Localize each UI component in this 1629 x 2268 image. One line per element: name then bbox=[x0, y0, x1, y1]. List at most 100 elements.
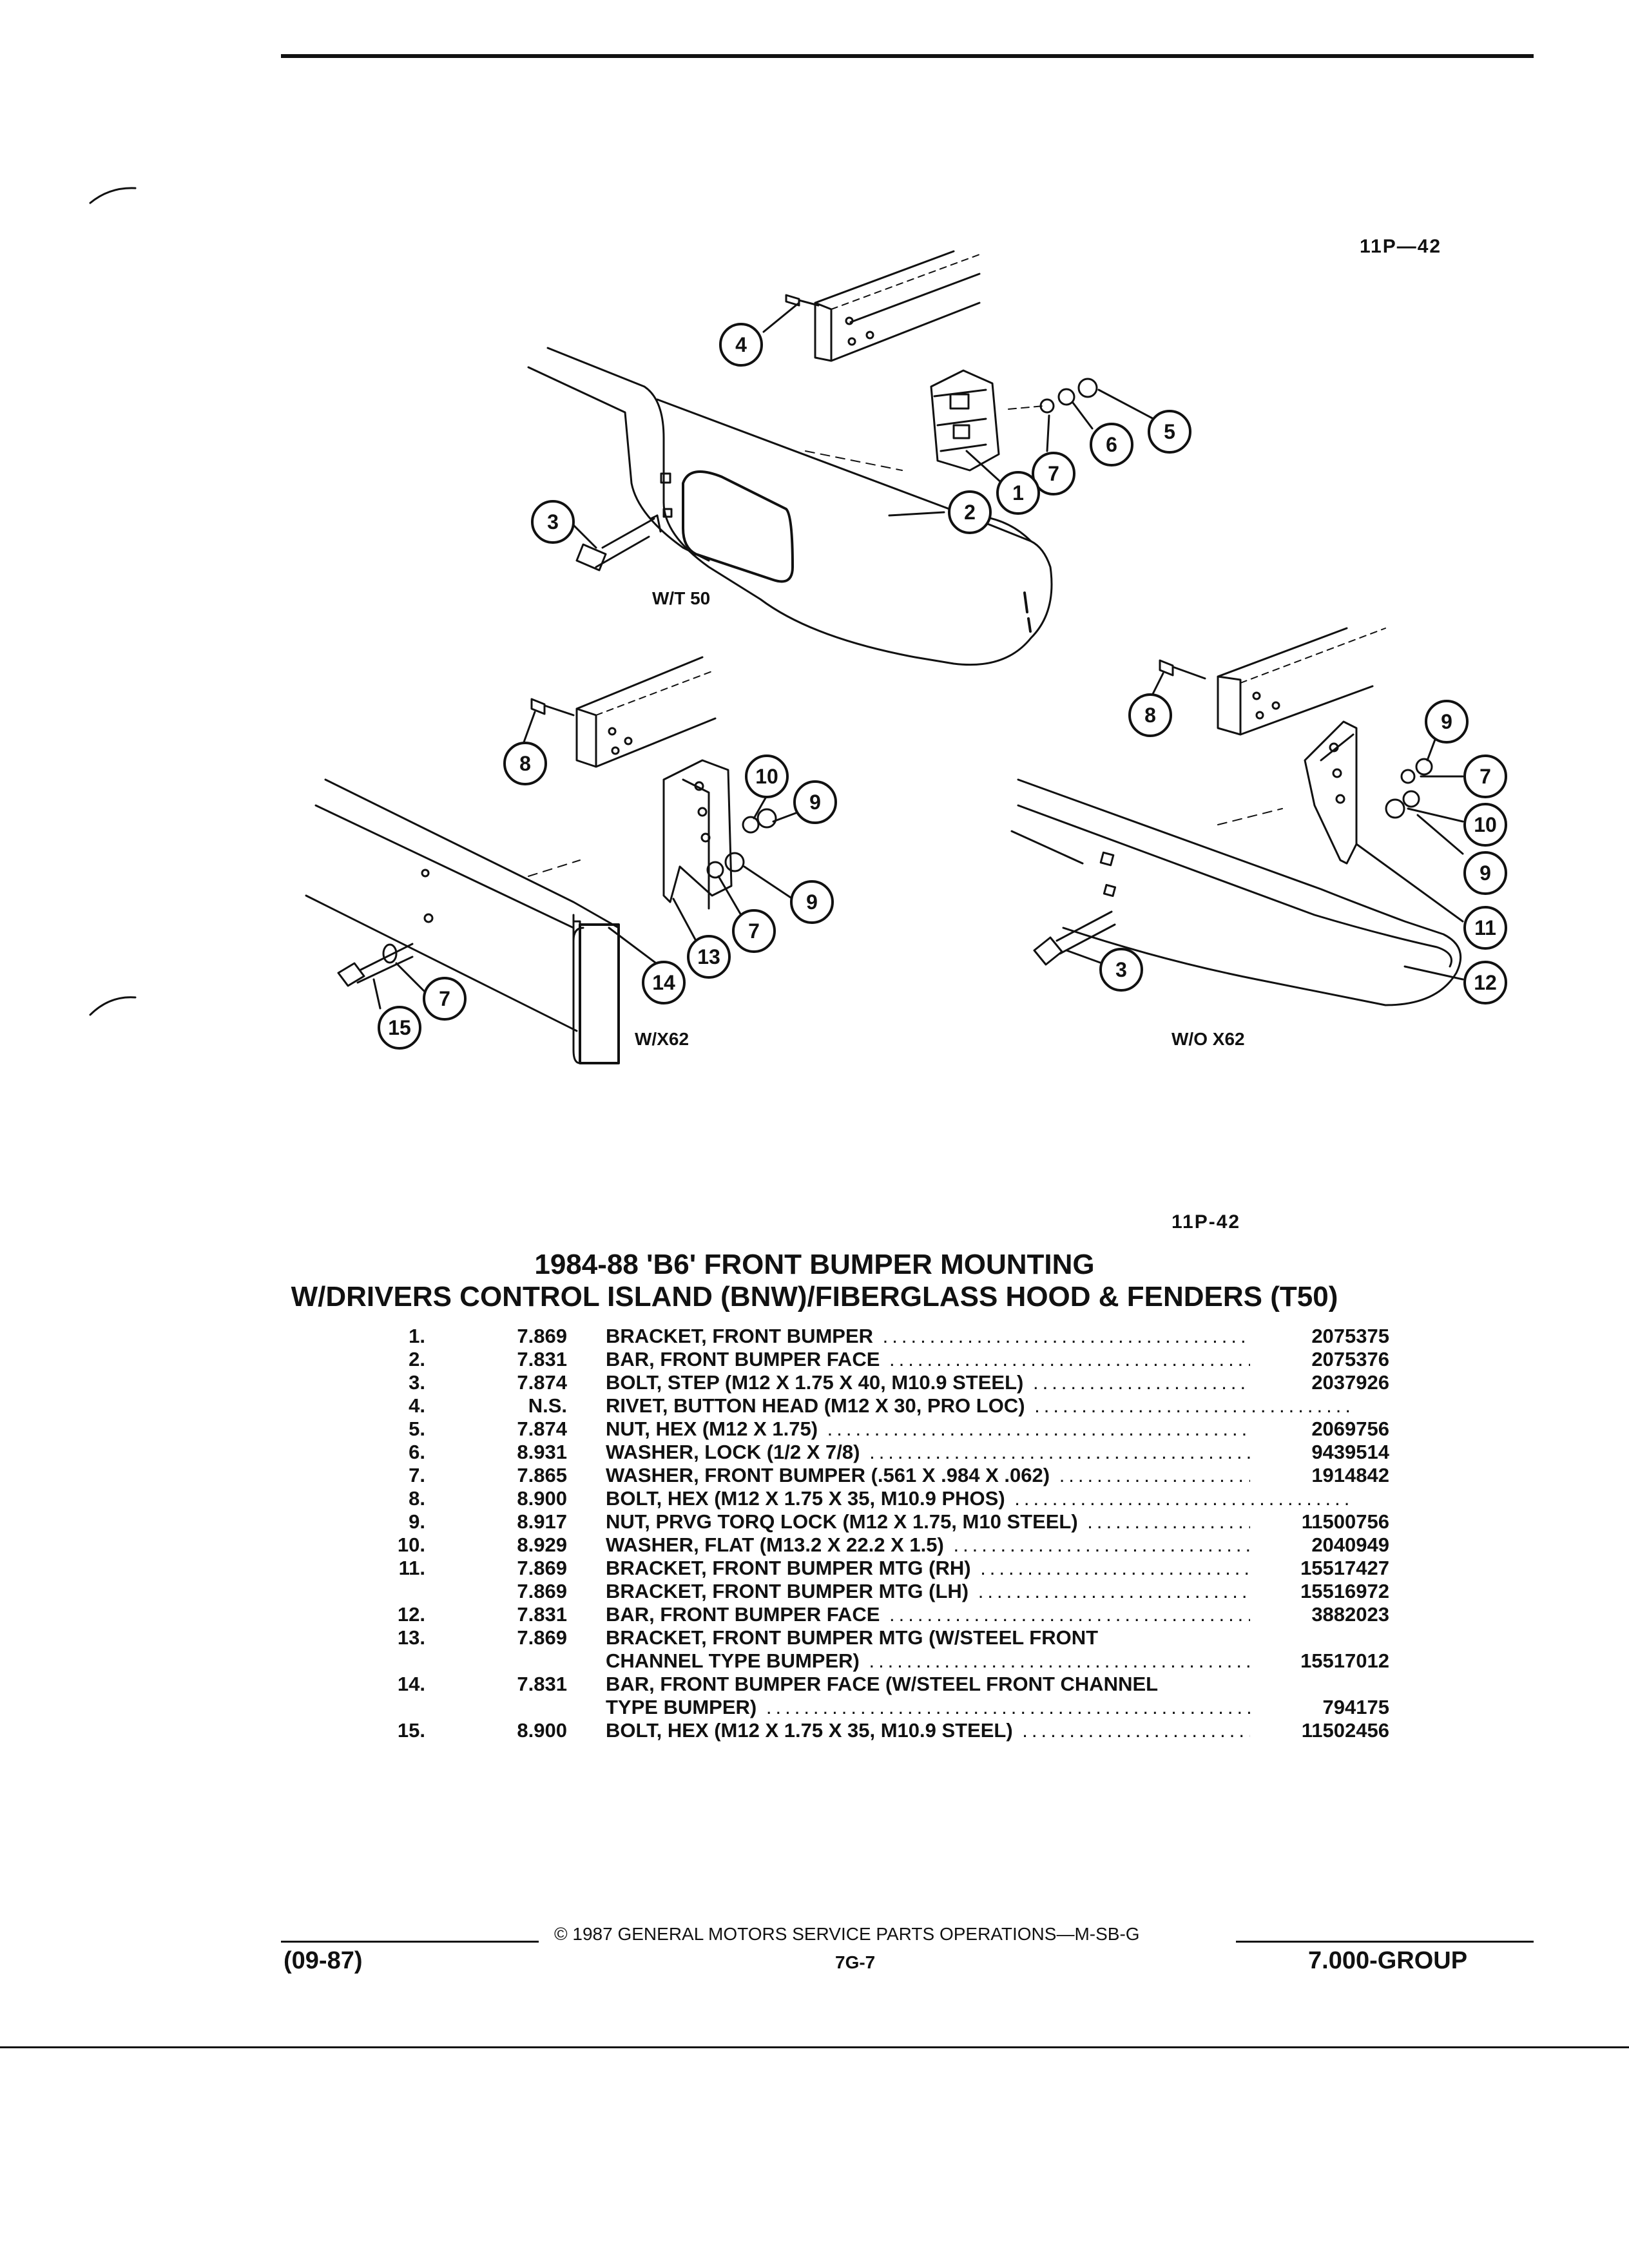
footer-rule-left bbox=[281, 1941, 539, 1943]
callout-10: 10 bbox=[755, 765, 778, 788]
part-description-text: BRACKET, FRONT BUMPER MTG (LH) bbox=[606, 1580, 969, 1602]
parts-row: CHANNEL TYPE BUMPER) ...................… bbox=[361, 1649, 1392, 1673]
footer-rule-right bbox=[1236, 1941, 1534, 1943]
callout-4: 4 bbox=[735, 333, 747, 356]
part-group-number: 7.865 bbox=[517, 1464, 567, 1486]
part-description: BAR, FRONT BUMPER FACE (W/STEEL FRONT CH… bbox=[606, 1673, 1353, 1696]
part-description-text: TYPE BUMPER) bbox=[606, 1696, 757, 1718]
margin-mark bbox=[89, 187, 137, 204]
callout-7: 7 bbox=[1480, 765, 1491, 788]
part-group-number: 7.869 bbox=[517, 1325, 567, 1347]
part-item-number: 2. bbox=[409, 1348, 425, 1370]
part-description: RIVET, BUTTON HEAD (M12 X 30, PRO LOC) .… bbox=[606, 1394, 1353, 1418]
part-description-text: BRACKET, FRONT BUMPER MTG (W/STEEL FRONT bbox=[606, 1626, 1099, 1649]
callout-9: 9 bbox=[806, 890, 818, 914]
part-item-number: 6. bbox=[409, 1441, 425, 1463]
part-description-text: CHANNEL TYPE BUMPER) bbox=[606, 1649, 860, 1672]
part-number: 2040949 bbox=[1250, 1533, 1389, 1557]
part-description-text: BOLT, STEP (M12 X 1.75 X 40, M10.9 STEEL… bbox=[606, 1371, 1024, 1394]
part-item-number: 11. bbox=[398, 1557, 425, 1579]
parts-row: 4.N.S.RIVET, BUTTON HEAD (M12 X 30, PRO … bbox=[361, 1394, 1392, 1418]
part-item-number: 9. bbox=[409, 1510, 425, 1533]
part-item-number: 15. bbox=[397, 1719, 425, 1742]
view-label-wt50: W/T 50 bbox=[652, 588, 710, 608]
part-number: 3882023 bbox=[1250, 1603, 1389, 1626]
part-group-number: 7.831 bbox=[517, 1603, 567, 1626]
footer-copyright: © 1987 GENERAL MOTORS SERVICE PARTS OPER… bbox=[554, 1924, 1140, 1944]
callout-13: 13 bbox=[697, 945, 720, 968]
part-item-number: 4. bbox=[409, 1394, 425, 1417]
part-description: BAR, FRONT BUMPER FACE .................… bbox=[606, 1603, 1353, 1626]
view-wt50 bbox=[527, 250, 1098, 666]
parts-row: 5. 7.874 NUT, HEX (M12 X 1.75) ...........… bbox=[361, 1418, 1392, 1441]
part-item-number: 7. bbox=[409, 1464, 425, 1486]
callout-7: 7 bbox=[748, 919, 760, 943]
leader-dots: ........................................… bbox=[1014, 1487, 1353, 1510]
part-number: 794175 bbox=[1250, 1696, 1389, 1719]
callout-3: 3 bbox=[1115, 958, 1127, 981]
footer-date: (09-87) bbox=[284, 1947, 363, 1974]
figure-ref-top: 11P—42 bbox=[1360, 236, 1442, 257]
part-description: WASHER, LOCK (1/2 X 7/8) ...............… bbox=[606, 1441, 1353, 1464]
part-group-number: 8.929 bbox=[517, 1533, 567, 1556]
callout-14: 14 bbox=[652, 971, 675, 994]
callout-2: 2 bbox=[964, 501, 976, 524]
part-description-text: WASHER, LOCK (1/2 X 7/8) bbox=[606, 1441, 860, 1463]
part-group-number: 8.917 bbox=[517, 1510, 567, 1533]
part-description: BOLT, HEX (M12 X 1.75 X 35, M10.9 STEEL)… bbox=[606, 1719, 1353, 1742]
parts-row: 9. 8.917 NUT, PRVG TORQ LOCK (M12 X 1.75, … bbox=[361, 1510, 1392, 1533]
callout-6: 6 bbox=[1106, 433, 1117, 456]
callout-8: 8 bbox=[1144, 704, 1156, 727]
callout-9: 9 bbox=[1441, 710, 1452, 733]
parts-row: 7.869 BRACKET, FRONT BUMPER MTG (LH) ....… bbox=[361, 1580, 1392, 1603]
callout-leaders bbox=[372, 302, 1464, 1010]
leader-dots: ........................................… bbox=[1034, 1394, 1353, 1417]
view-wox62 bbox=[1010, 627, 1462, 1006]
part-description: BRACKET, FRONT BUMPER MTG (LH) .........… bbox=[606, 1580, 1353, 1603]
part-description: TYPE BUMPER) ...........................… bbox=[606, 1696, 1353, 1719]
parts-row: TYPE BUMPER) ...........................… bbox=[361, 1696, 1392, 1719]
part-description: WASHER, FRONT BUMPER (.561 X .984 X .062… bbox=[606, 1464, 1353, 1487]
part-group-number: 7.869 bbox=[517, 1580, 567, 1602]
figure-ref-bottom: 11P-42 bbox=[1171, 1211, 1241, 1233]
callout-circles bbox=[378, 323, 1507, 1050]
callout-3: 3 bbox=[547, 510, 559, 533]
part-group-number: 7.869 bbox=[517, 1626, 567, 1649]
callout-7: 7 bbox=[1048, 462, 1059, 485]
part-group-number: 7.831 bbox=[517, 1673, 567, 1695]
callout-5: 5 bbox=[1164, 420, 1175, 443]
title-line-1: 1984-88 'B6' FRONT BUMPER MOUNTING bbox=[534, 1249, 1095, 1280]
callout-1: 1 bbox=[1012, 481, 1024, 505]
part-group-number: 7.874 bbox=[517, 1418, 567, 1440]
part-description-text: BOLT, HEX (M12 X 1.75 X 35, M10.9 PHOS) bbox=[606, 1487, 1005, 1510]
part-description-text: WASHER, FLAT (M13.2 X 22.2 X 1.5) bbox=[606, 1533, 944, 1556]
part-description: WASHER, FLAT (M13.2 X 22.2 X 1.5) ......… bbox=[606, 1533, 1353, 1557]
part-item-number: 5. bbox=[409, 1418, 425, 1440]
part-description: BAR, FRONT BUMPER FACE .................… bbox=[606, 1348, 1353, 1371]
part-description: NUT, HEX (M12 X 1.75) ..................… bbox=[606, 1418, 1353, 1441]
part-number: 2075375 bbox=[1250, 1325, 1389, 1348]
part-item-number: 13. bbox=[397, 1626, 425, 1649]
part-description-text: NUT, PRVG TORQ LOCK (M12 X 1.75, M10 STE… bbox=[606, 1510, 1078, 1533]
part-description-text: RIVET, BUTTON HEAD (M12 X 30, PRO LOC) bbox=[606, 1394, 1025, 1417]
part-description: BOLT, STEP (M12 X 1.75 X 40, M10.9 STEEL… bbox=[606, 1371, 1353, 1394]
part-description-text: BOLT, HEX (M12 X 1.75 X 35, M10.9 STEEL) bbox=[606, 1719, 1013, 1742]
callout-10: 10 bbox=[1474, 813, 1497, 836]
part-number: 15516972 bbox=[1250, 1580, 1389, 1603]
footer-page-number: 7G-7 bbox=[835, 1952, 876, 1972]
part-group-number: 7.874 bbox=[517, 1371, 567, 1394]
part-description: BRACKET, FRONT BUMPER MTG (W/STEEL FRONT bbox=[606, 1626, 1353, 1649]
part-item-number: 8. bbox=[409, 1487, 425, 1510]
part-description-text: BRACKET, FRONT BUMPER MTG (RH) bbox=[606, 1557, 971, 1579]
part-number: 9439514 bbox=[1250, 1441, 1389, 1464]
part-description: BRACKET, FRONT BUMPER ..................… bbox=[606, 1325, 1353, 1348]
part-description: BOLT, HEX (M12 X 1.75 X 35, M10.9 PHOS) … bbox=[606, 1487, 1353, 1510]
part-number: 2037926 bbox=[1250, 1371, 1389, 1394]
